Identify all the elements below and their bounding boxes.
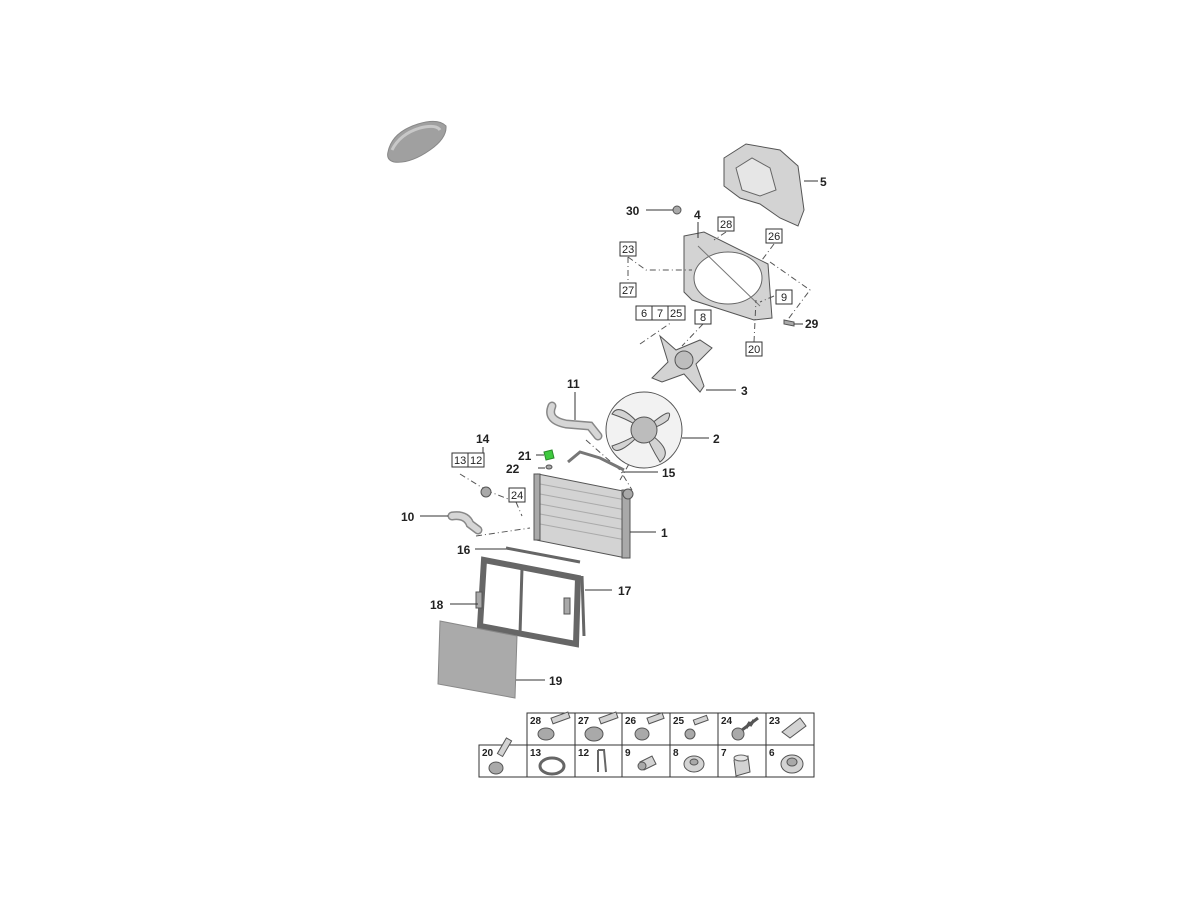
callout-3: 3 xyxy=(741,384,748,398)
cooling-fan xyxy=(605,391,683,469)
grid-label-27: 27 xyxy=(578,716,590,727)
svg-text:23: 23 xyxy=(622,244,634,256)
grid-label-24: 24 xyxy=(721,716,733,727)
boxed-label-27: 27 xyxy=(619,282,637,298)
washer-part xyxy=(545,464,553,470)
callout-29: 18 xyxy=(430,598,444,612)
boxed-label-9: 9 xyxy=(775,289,793,305)
svg-text:9: 9 xyxy=(781,292,787,304)
callout-5: 5 xyxy=(820,175,827,189)
callout-2: 2 xyxy=(713,432,720,446)
bleed-pipe xyxy=(567,450,625,472)
mesh-screen xyxy=(437,620,518,699)
grid-label-23: 23 xyxy=(769,716,781,727)
boxed-label-13: 13 xyxy=(451,452,469,468)
callout-19: 22 xyxy=(506,462,520,476)
callout-11: 11 xyxy=(567,377,580,391)
upper-hose xyxy=(546,401,603,441)
svg-text:24: 24 xyxy=(511,490,523,502)
boxed-label-6: 6 xyxy=(635,305,653,321)
bolt-27-icon xyxy=(584,711,619,742)
fan-shroud-upper xyxy=(723,143,805,227)
screw-24-icon xyxy=(731,716,759,741)
svg-text:12: 12 xyxy=(470,455,482,467)
boxed-label-20: 20 xyxy=(745,341,763,357)
callout-18: 21 xyxy=(518,449,532,463)
clip-part xyxy=(672,205,682,215)
callout-15: 15 xyxy=(662,466,676,480)
hose-clamp-13-icon xyxy=(538,756,566,776)
svg-text:28: 28 xyxy=(720,219,732,231)
grid-label-26: 26 xyxy=(625,716,637,727)
svg-text:6: 6 xyxy=(641,308,647,320)
callout-1: 1 xyxy=(661,526,668,540)
boxed-label-24: 24 xyxy=(508,487,526,503)
lower-hose xyxy=(447,511,483,535)
grid-label-9: 9 xyxy=(625,748,631,759)
grid-label-6: 6 xyxy=(769,748,775,759)
svg-text:8: 8 xyxy=(700,312,706,324)
spacer-7-icon xyxy=(733,754,751,777)
boxed-label-26: 26 xyxy=(765,228,783,244)
clip-23-icon xyxy=(781,717,807,739)
boxed-label-7: 7 xyxy=(651,305,669,321)
bolt-28-icon xyxy=(537,711,571,741)
grid-label-12: 12 xyxy=(578,748,590,759)
bracket-12-icon xyxy=(597,749,607,773)
svg-text:25: 25 xyxy=(670,308,682,320)
vehicle-thumbnail xyxy=(387,120,447,163)
reservoir-cap xyxy=(480,486,492,498)
grommet-6-icon xyxy=(780,754,804,774)
svg-text:26: 26 xyxy=(768,231,780,243)
grid-label-28: 28 xyxy=(530,716,542,727)
grid-label-7: 7 xyxy=(721,748,727,759)
grid-label-8: 8 xyxy=(673,748,679,759)
callout-17: 17 xyxy=(618,584,632,598)
svg-text:7: 7 xyxy=(657,308,663,320)
fan-bracket xyxy=(651,334,713,393)
seal-strip xyxy=(505,546,581,564)
bolt-20-icon xyxy=(488,737,513,775)
callout-21: 29 xyxy=(805,317,819,331)
boxed-label-23: 23 xyxy=(619,241,637,257)
air-guide-frame xyxy=(475,556,582,648)
boxed-label-25: 25 xyxy=(667,305,686,321)
svg-text:13: 13 xyxy=(454,455,466,467)
svg-text:27: 27 xyxy=(622,285,634,297)
bolt-part xyxy=(783,319,795,327)
grid-label-13: 13 xyxy=(530,748,542,759)
boxed-label-12: 12 xyxy=(467,452,485,468)
grommet-8-icon xyxy=(683,755,705,773)
radiator xyxy=(533,473,634,559)
rivet-9-icon xyxy=(637,755,657,771)
fan-frame xyxy=(683,231,773,321)
callout-14: 14 xyxy=(476,432,490,446)
highlighted-clip xyxy=(543,449,555,461)
callout-4: 4 xyxy=(694,208,701,222)
callout-22: 30 xyxy=(626,204,640,218)
svg-text:20: 20 xyxy=(748,344,760,356)
side-seal xyxy=(580,575,586,637)
bolt-25-icon xyxy=(684,714,709,740)
callout-10: 10 xyxy=(401,510,415,524)
grid-label-25: 25 xyxy=(673,716,685,727)
hardware-grid: 28 27 26 25 24 23 20 13 12 9 8 7 6 xyxy=(478,711,815,778)
boxed-label-8: 8 xyxy=(694,309,712,325)
bolt-26-icon xyxy=(634,712,665,741)
boxed-label-28: 28 xyxy=(717,216,735,232)
grid-label-20: 20 xyxy=(482,748,494,759)
callout-16: 16 xyxy=(457,543,471,557)
callout-30: 19 xyxy=(549,674,563,688)
